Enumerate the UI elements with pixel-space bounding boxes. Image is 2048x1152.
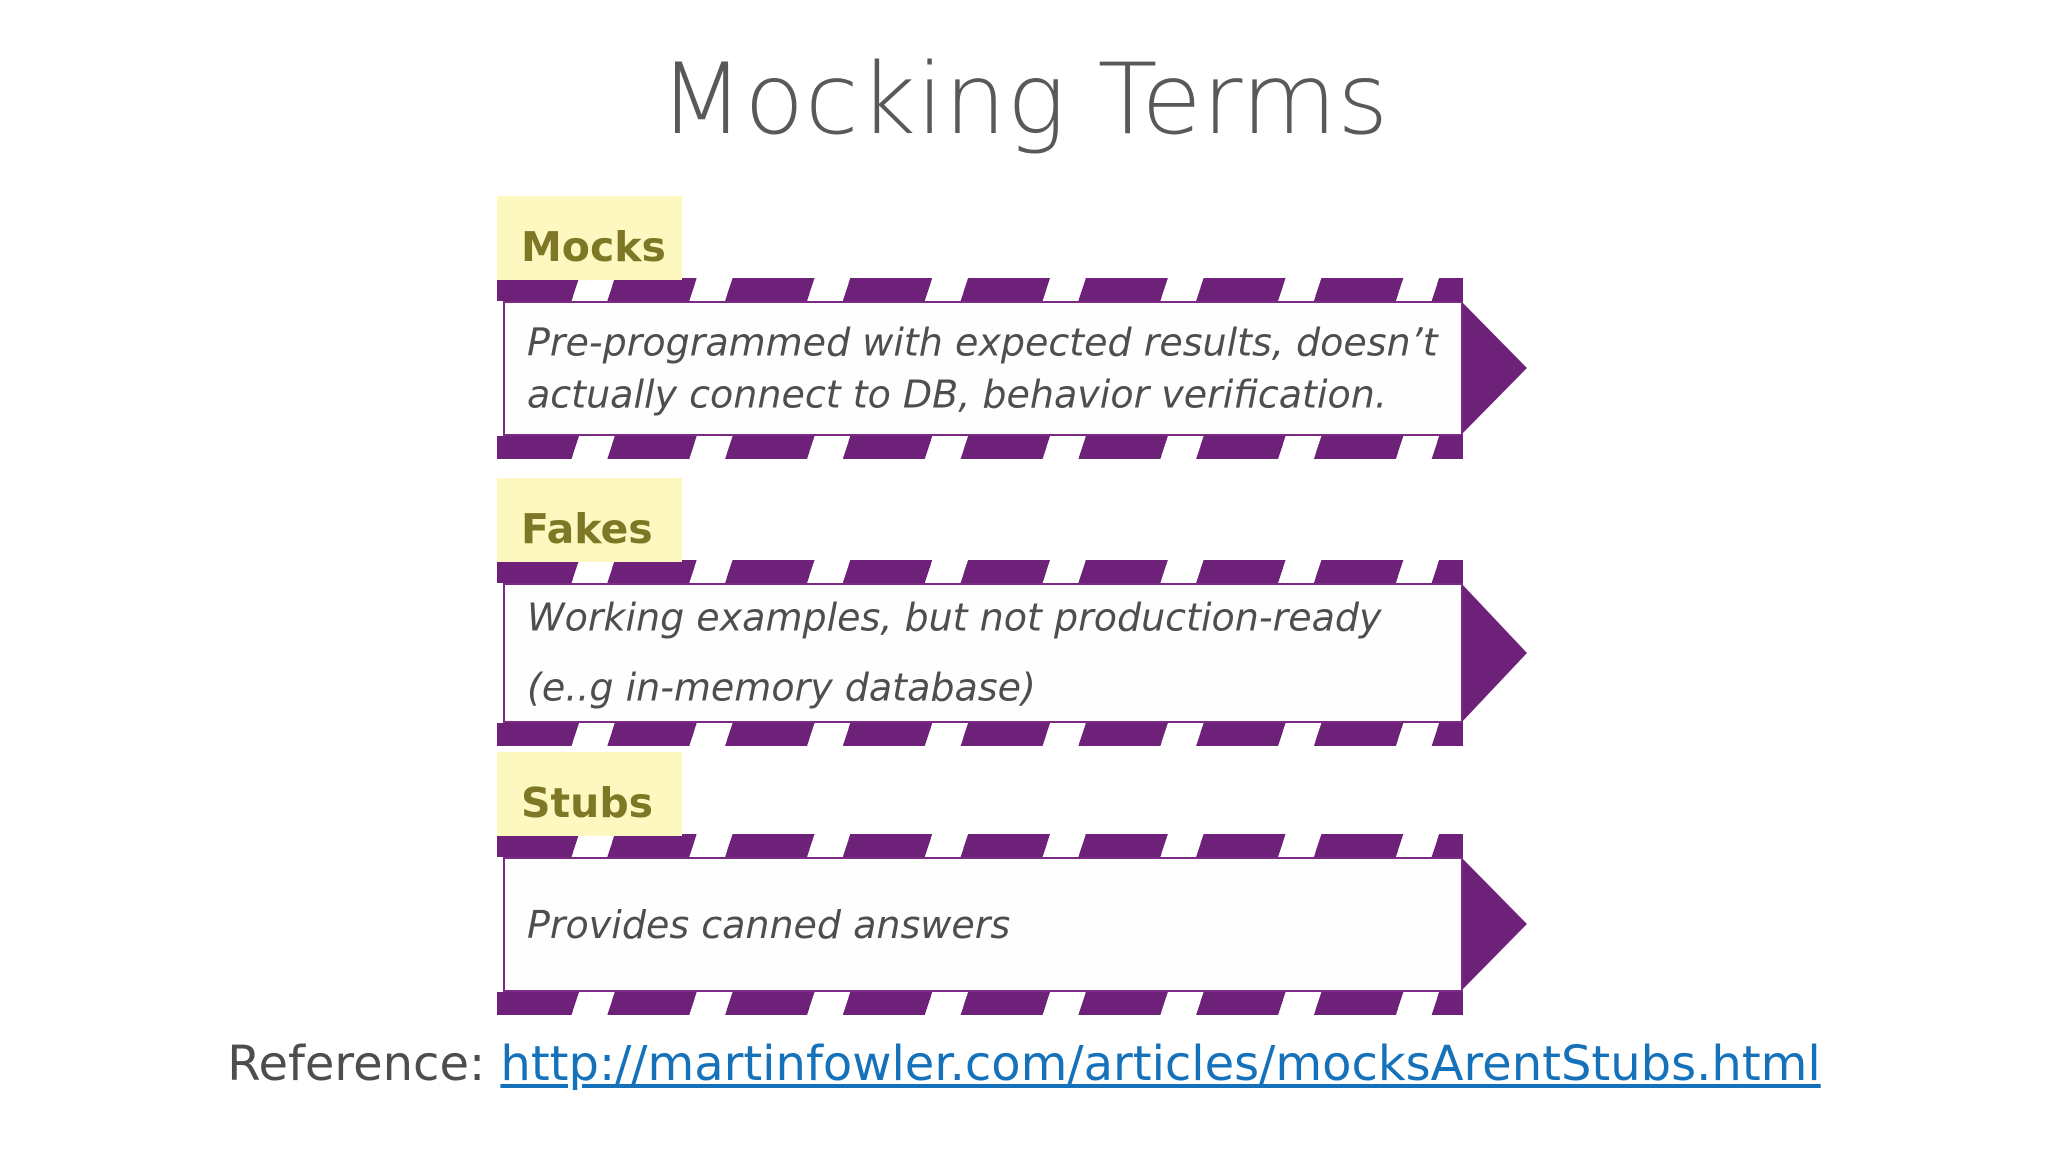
- stripe-band-bottom: [497, 436, 1463, 459]
- stripe-band-bottom: [497, 723, 1463, 746]
- stripe-band-top: [497, 560, 1463, 583]
- description-line: actually connect to DB, behavior verific…: [527, 372, 1387, 417]
- term-banner-mocks: Pre-programmed with expected results, do…: [497, 278, 1527, 459]
- description-line: Pre-programmed with expected results, do…: [527, 320, 1438, 365]
- term-description: Pre-programmed with expected results, do…: [527, 316, 1438, 421]
- reference-label: Reference:: [227, 1036, 501, 1092]
- term-banner-fakes: Working examples, but not production-rea…: [497, 560, 1527, 746]
- term-label-text: Fakes: [521, 505, 653, 553]
- term-label-text: Stubs: [521, 779, 654, 827]
- description-line: Working examples, but not production-rea…: [527, 595, 1382, 640]
- term-label-stubs: Stubs: [497, 752, 682, 836]
- term-banner-stubs: Provides canned answers: [497, 834, 1527, 1015]
- page-title: Mocking Terms: [659, 43, 1389, 157]
- arrow-head-icon: [1461, 301, 1527, 435]
- term-banner-box: Pre-programmed with expected results, do…: [503, 301, 1463, 436]
- description-line: Provides canned answers: [527, 902, 1011, 947]
- stripe-band-top: [497, 278, 1463, 301]
- arrow-head-icon: [1461, 857, 1527, 991]
- reference-link[interactable]: http://martinfowler.com/articles/mocksAr…: [500, 1036, 1821, 1092]
- term-label-mocks: Mocks: [497, 196, 682, 280]
- term-banner-box: Working examples, but not production-rea…: [503, 583, 1463, 723]
- description-line: (e..g in-memory database): [527, 666, 1036, 710]
- reference-line: Reference: http://martinfowler.com/artic…: [0, 1038, 2048, 1091]
- stripe-band-top: [497, 834, 1463, 857]
- term-label-fakes: Fakes: [497, 478, 682, 562]
- stripe-band-bottom: [497, 992, 1463, 1015]
- term-banner-box: Provides canned answers: [503, 857, 1463, 992]
- term-description: Working examples, but not production-rea…: [527, 592, 1427, 715]
- term-label-text: Mocks: [521, 223, 666, 271]
- term-description: Provides canned answers: [527, 898, 1427, 950]
- arrow-head-icon: [1461, 583, 1527, 723]
